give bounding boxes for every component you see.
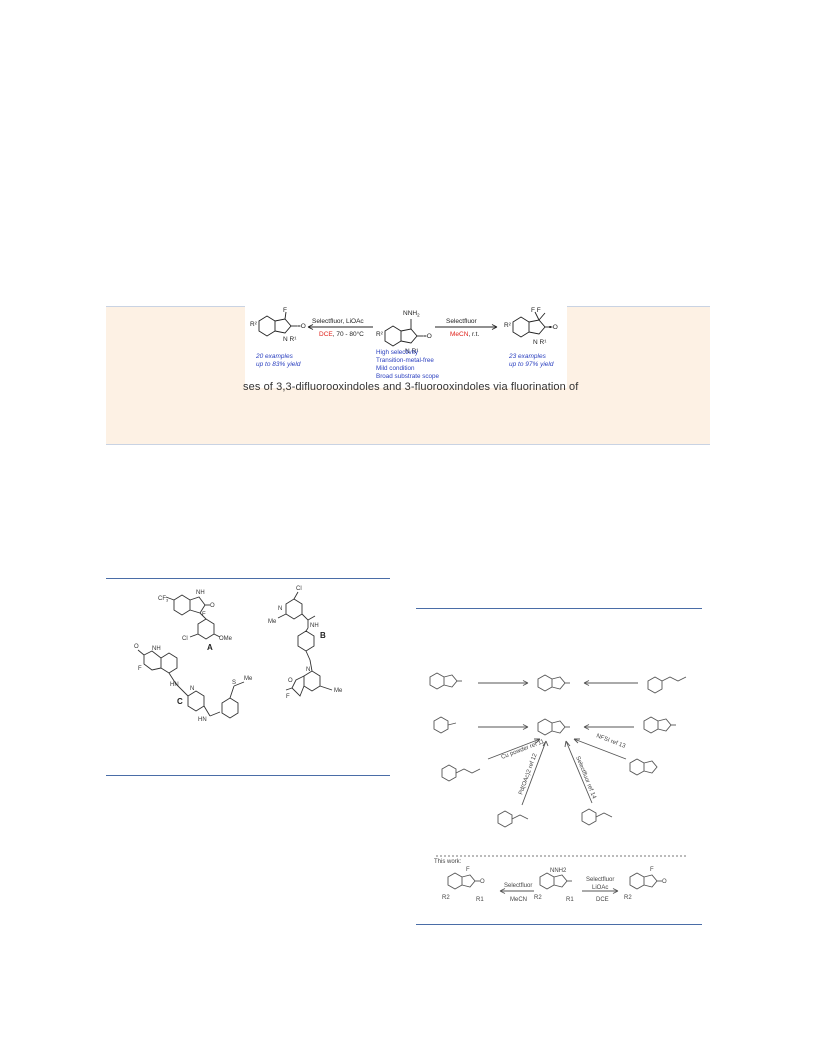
toc-right-o: =O [549,324,558,331]
figure1-structures: CF3 NH O F Cl OMe Cl N Me NH N Me O F NH… [106,578,390,776]
scheme-r1-left: R1 [476,897,484,903]
scheme1-bottom-rule [416,924,702,925]
toc-center-nr1: N R¹ [405,348,419,355]
figure1-drawing: CF3 NH O F Cl OMe Cl N Me NH N Me O F NH… [134,586,343,723]
scheme1-synthesis-routes: Cu powder ref 11 NFSI ref 13 Pd(OAc)2 re… [416,609,702,924]
scheme-ref-pd: Pd(OAc)2 ref 12 [518,752,539,795]
fig1-nh-a: NH [196,590,205,596]
scheme-r2-left: R2 [442,895,450,901]
scheme-left-reagent: Selectfluor [504,883,532,889]
figure1-top-rule [106,578,390,579]
fig1-me-b2: Me [334,688,343,694]
toc-right-r2: R² [504,322,512,329]
fig1-label-c: C [177,697,183,706]
figure1-bottom-rule [106,775,390,776]
fig1-label-b: B [320,631,326,640]
toc-left-conditions: DCE, 70 - 80°C [319,330,364,338]
scheme-this-work: This work: [434,859,462,865]
fig1-hn-c: HN [170,682,179,688]
scheme-ref-cu: Cu powder ref 11 [501,739,546,761]
scheme-right-solvent: DCE [596,897,609,903]
scheme-f-right: F [650,867,654,873]
toc-caption: ses of 3,3-difluorooxindoles and 3-fluor… [243,381,579,393]
fig1-n-b: N [278,606,282,612]
scheme-r2-mid: R2 [534,895,542,901]
toc-feature: Mild condition [376,365,415,372]
toc-left-yield: up to 83% yield [256,361,301,368]
toc-left-reagent: Selectfluor, LiOAc [312,318,364,325]
fig1-f-c: F [138,666,142,672]
toc-left-o: =O [297,323,306,330]
toc-right-examples: 23 examples [508,353,547,360]
fig1-me-c: Me [244,676,253,682]
fig1-nh-c: NH [152,646,161,652]
fig1-o-b: O [288,678,293,684]
toc-center-o: =O [423,333,432,340]
scheme-left-solvent: MeCN [510,897,527,903]
toc-feature: Transition-metal-free [376,357,434,364]
graphical-abstract-image: F =O R² N R¹ R² =O N R¹ =O F F R² N R¹ N… [245,306,567,388]
fig1-cf3: CF3 [158,596,169,603]
scheme-ref-nfsi: NFSI ref 13 [595,733,626,750]
fig1-label-a: A [207,643,213,652]
toc-left-nr1: N R¹ [283,336,297,343]
fig1-hn-c2: HN [198,717,207,723]
fig1-o-c: O [134,644,139,650]
toc-center-r2: R² [376,331,384,338]
toc-left-f: F [283,307,287,314]
toc-right-nr1: N R¹ [533,339,547,346]
fig1-ome-a: OMe [219,636,233,642]
scheme-r1-mid: R1 [566,897,574,903]
fig1-f-b: F [286,694,290,700]
fig1-me-b: Me [268,619,277,625]
toc-right-yield: up to 97% yield [509,361,554,368]
fig1-n-c: N [190,686,194,692]
toc-scheme: F =O R² N R¹ R² =O N R¹ =O F F R² N R¹ N… [250,307,558,380]
fig1-nh-b: NH [310,623,319,629]
fig1-n-b2: N [306,667,310,673]
scheme-ref-se: Selectfluor ref 14 [574,756,597,801]
toc-left-examples: 20 examples [255,353,294,360]
toc-hydrazone-label: NNH2 [403,310,420,318]
scheme-r2-right: R2 [624,895,632,901]
scheme-right-additive: LiOAc [592,885,608,891]
toc-right-reagent: Selectfluor [446,318,478,325]
scheme1-drawing: Cu powder ref 11 NFSI ref 13 Pd(OAc)2 re… [429,672,687,903]
fig1-cl-a: Cl [182,636,188,642]
scheme-o-left: O [480,879,485,885]
toc-feature: Broad substrate scope [376,373,440,380]
toc-right-conditions: MeCN, r.t. [450,331,479,338]
fig1-o-a: O [210,603,215,609]
fig1-f-a: F [202,612,206,618]
scheme-right-reagent: Selectfluor [586,877,614,883]
fig1-cl-b: Cl [296,586,302,592]
scheme-o-right: O [662,879,667,885]
scheme1-top-rule [416,608,702,609]
toc-feature: High selectivity [376,349,419,356]
fig1-s-c: S [232,680,236,686]
toc-left-r2: R² [250,321,258,328]
scheme-f-left: F [466,867,470,873]
scheme-nnh2: NNH2 [550,868,567,874]
toc-right-ff: F F [531,307,541,314]
